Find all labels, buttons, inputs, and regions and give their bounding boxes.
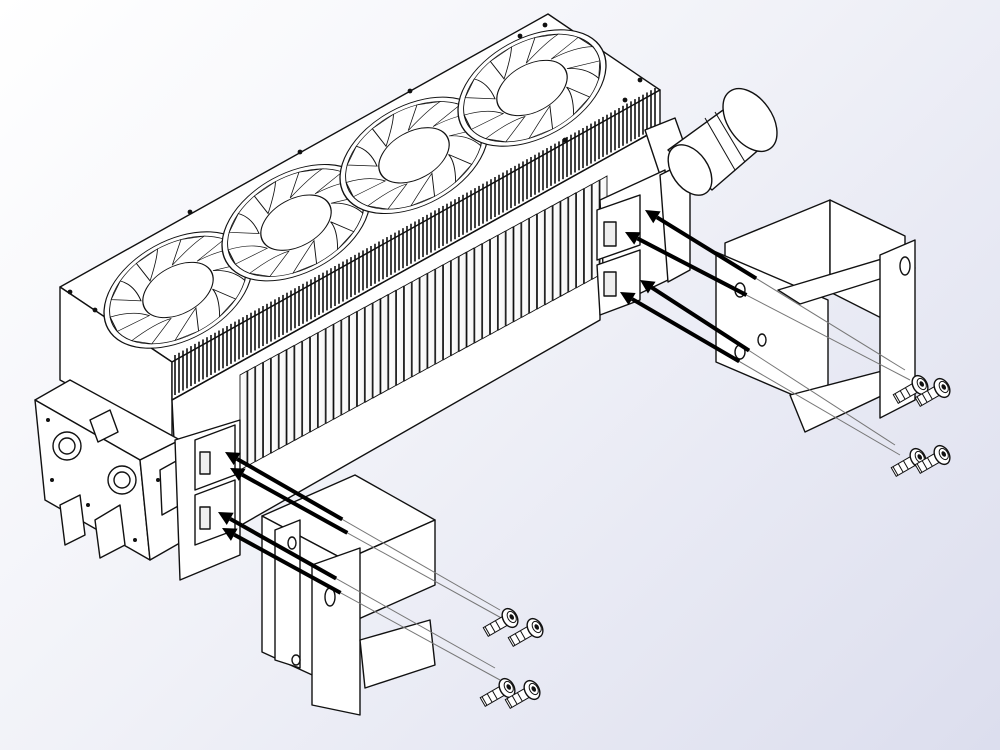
rear-mounting-bracket bbox=[715, 199, 916, 433]
keyhole-slot-icon bbox=[899, 256, 911, 276]
assembly-arrow-icon bbox=[640, 280, 656, 294]
assembly-arrow-icon bbox=[230, 468, 246, 481]
rear-motor bbox=[667, 87, 778, 196]
assembly-arrow-icon bbox=[620, 292, 636, 306]
socket-head-cap-screw-icon bbox=[507, 617, 544, 648]
axial-fan-icon bbox=[221, 163, 371, 282]
assembly-arrow-icon bbox=[218, 512, 234, 525]
socket-head-cap-screw-icon bbox=[482, 607, 519, 638]
axial-fan-icon bbox=[339, 96, 489, 215]
axial-fan-icon bbox=[103, 231, 253, 349]
socket-head-cap-screw-icon bbox=[914, 444, 951, 475]
assembly-arrow-icon bbox=[225, 452, 241, 466]
assembly-arrow-icon bbox=[222, 528, 238, 541]
socket-head-cap-screw-icon bbox=[892, 374, 929, 405]
assembly-arrow-icon bbox=[645, 210, 661, 224]
front-mounting-bracket bbox=[261, 474, 436, 716]
socket-head-cap-screw-icon bbox=[914, 377, 951, 408]
axial-fan-icon bbox=[457, 29, 607, 147]
socket-head-cap-screw-icon bbox=[504, 679, 541, 710]
socket-head-cap-screw-icon bbox=[479, 677, 516, 708]
assembly-arrow-icon bbox=[625, 232, 641, 245]
upper-heatsink-fins bbox=[171, 88, 661, 401]
assembly-arrows bbox=[218, 210, 911, 681]
cooling-fan-array bbox=[103, 29, 607, 349]
mounting-screws bbox=[479, 374, 951, 710]
